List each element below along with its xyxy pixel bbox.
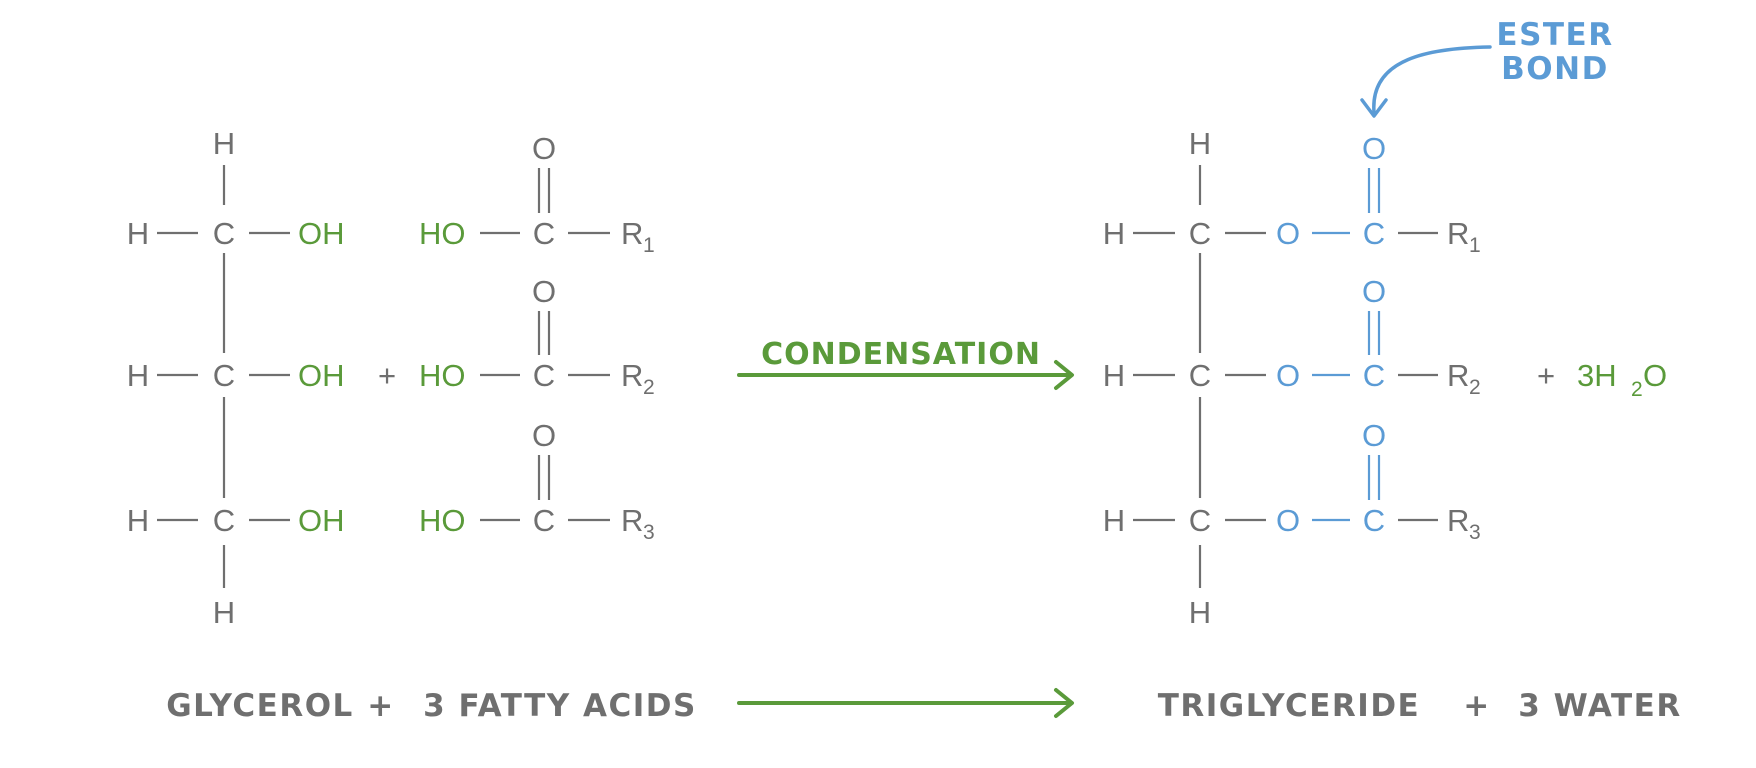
water-formula: 3H 2 O	[1577, 358, 1667, 401]
condensation-label: CONDENSATION	[761, 337, 1041, 372]
hydroxyl-group: OH	[298, 358, 345, 393]
atom-c: C	[533, 358, 555, 393]
fatty-acid-1: O HO C R 1	[419, 131, 655, 257]
ester-bond-annotation: ESTER BOND	[1360, 17, 1613, 118]
atom-h: H	[127, 503, 149, 538]
atom-h: H	[1103, 503, 1125, 538]
plus-sign: +	[1463, 688, 1490, 724]
plus-sign: +	[367, 688, 394, 724]
atom-c: C	[533, 216, 555, 251]
ester-oxygen: O	[1276, 216, 1300, 251]
word-arrow-head-icon	[1054, 688, 1074, 718]
atom-h: H	[213, 126, 235, 161]
atom-h: H	[127, 358, 149, 393]
atom-c: C	[213, 503, 235, 538]
hydroxyl-group: OH	[298, 503, 345, 538]
atom-h: H	[1189, 126, 1211, 161]
plus-sign: +	[378, 358, 396, 393]
atom-h: H	[127, 216, 149, 251]
condensation-arrow: CONDENSATION	[737, 337, 1074, 390]
atom-h: H	[1103, 216, 1125, 251]
r-group: R	[1447, 216, 1469, 251]
atom-o: O	[532, 274, 556, 309]
hydroxyl-group: HO	[419, 216, 466, 251]
r-group: R	[1447, 503, 1469, 538]
ester-carbon: C	[1363, 216, 1385, 251]
fatty-acid-3: O HO C R 3	[419, 418, 655, 544]
r-subscript: 2	[643, 376, 655, 399]
hydroxyl-group: OH	[298, 216, 345, 251]
word-equation: GLYCEROL + 3 FATTY ACIDS TRIGLYCERIDE + …	[166, 688, 1681, 724]
ester-oxygen: O	[1276, 358, 1300, 393]
atom-h: H	[1103, 358, 1125, 393]
r-group: R	[1447, 358, 1469, 393]
carbonyl-oxygen: O	[1362, 274, 1386, 309]
ester-carbon: C	[1363, 503, 1385, 538]
fatty-acids-label: 3 FATTY ACIDS	[423, 688, 697, 724]
fatty-acid-2: O HO C R 2	[419, 274, 655, 399]
r-subscript: 1	[1469, 234, 1481, 257]
ester-oxygen: O	[1276, 503, 1300, 538]
r-subscript: 3	[1469, 521, 1481, 544]
triglyceride-label: TRIGLYCERIDE	[1158, 688, 1421, 724]
curved-arrow-head-icon	[1360, 98, 1388, 118]
r-subscript: 1	[643, 234, 655, 257]
water-oxygen: O	[1643, 358, 1667, 393]
curved-arrow-shaft	[1372, 45, 1492, 114]
water-label: 3 WATER	[1518, 688, 1681, 724]
glycerol-label: GLYCEROL	[166, 688, 354, 724]
atom-c: C	[213, 216, 235, 251]
water-subscript: 2	[1631, 378, 1643, 401]
atom-h: H	[1189, 595, 1211, 630]
arrow-head-icon	[1054, 360, 1074, 390]
carbonyl-oxygen: O	[1362, 418, 1386, 453]
r-subscript: 3	[643, 521, 655, 544]
atom-c: C	[213, 358, 235, 393]
r-group: R	[621, 358, 643, 393]
atom-o: O	[532, 131, 556, 166]
glycerol-structure: H H C OH H C OH H C OH H	[127, 126, 345, 630]
triglyceride-structure: H H H C O C O R 1 H C O C O R 2 H C O	[1103, 126, 1481, 630]
r-group: R	[621, 216, 643, 251]
ester-label-line1: ESTER	[1496, 17, 1613, 53]
atom-c: C	[533, 503, 555, 538]
ester-label-line2: BOND	[1501, 51, 1609, 87]
atom-c: C	[1189, 503, 1211, 538]
r-group: R	[621, 503, 643, 538]
atom-h: H	[213, 595, 235, 630]
atom-c: C	[1189, 358, 1211, 393]
hydroxyl-group: HO	[419, 358, 466, 393]
water-coefficient: 3H	[1577, 358, 1617, 393]
r-subscript: 2	[1469, 376, 1481, 399]
plus-sign: +	[1537, 358, 1555, 393]
atom-c: C	[1189, 216, 1211, 251]
ester-carbon: C	[1363, 358, 1385, 393]
carbonyl-oxygen: O	[1362, 131, 1386, 166]
atom-o: O	[532, 418, 556, 453]
hydroxyl-group: HO	[419, 503, 466, 538]
